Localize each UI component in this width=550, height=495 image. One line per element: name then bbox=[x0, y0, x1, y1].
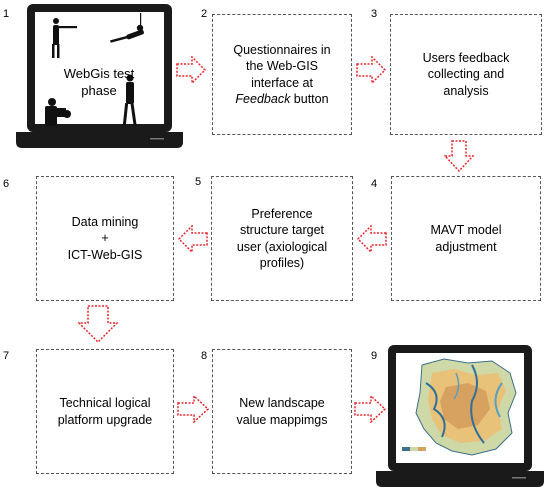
step-2-line-1: Questionnaires in bbox=[233, 43, 331, 57]
step-6-line-2: + bbox=[101, 231, 109, 246]
step-6-line-1: Data mining bbox=[71, 215, 139, 230]
step-6-box: Data mining + ICT-Web-GIS bbox=[36, 176, 174, 301]
landscape-map-icon bbox=[402, 358, 517, 456]
step-5-line-1: Preference bbox=[251, 207, 313, 221]
arrow-right-2-3 bbox=[356, 56, 386, 84]
arrow-down-6-7 bbox=[78, 305, 118, 343]
step-1-line-2: phase bbox=[81, 82, 117, 98]
step-4-number: 4 bbox=[371, 178, 378, 190]
arrow-down-3-4 bbox=[444, 140, 474, 172]
step-7-number: 7 bbox=[3, 350, 10, 362]
step-5-line-4: profiles) bbox=[259, 255, 305, 270]
person-silhouettes-icon bbox=[45, 13, 144, 126]
step-9-number: 9 bbox=[371, 350, 378, 362]
step-8-box: New landscape value mappimgs bbox=[212, 349, 352, 474]
step-8-line-1: New landscape bbox=[239, 396, 325, 411]
arrow-right-7-8 bbox=[177, 395, 209, 423]
step-3-line-2: collecting and bbox=[427, 67, 505, 82]
laptop-step-1 bbox=[16, 4, 183, 148]
step-4-line-1: MAVT model bbox=[430, 223, 502, 238]
step-2-line-2: the Web-GIS bbox=[245, 59, 319, 74]
step-4-box: MAVT model adjustment bbox=[391, 176, 541, 301]
step-8-number: 8 bbox=[201, 350, 208, 362]
step-3-line-3: analysis bbox=[443, 83, 489, 98]
step-1-label: WebGis test phase bbox=[54, 66, 144, 100]
step-2-line-3: interface at bbox=[251, 75, 313, 90]
step-8-line-2: value mappimgs bbox=[236, 412, 328, 427]
step-2-number: 2 bbox=[201, 8, 208, 20]
step-2-box: Questionnaires in the Web-GIS interface … bbox=[212, 14, 352, 135]
step-2-line-4-rest: button bbox=[290, 91, 329, 106]
laptop-step-9 bbox=[376, 345, 544, 487]
step-5-line-3: user (axiological bbox=[236, 239, 328, 254]
arrow-left-5-6 bbox=[178, 225, 208, 253]
feedback-emphasis: Feedback bbox=[235, 91, 291, 106]
step-5-box: Preference structure target user (axiolo… bbox=[211, 176, 353, 301]
step-7-box: Technical logical platform upgrade bbox=[36, 349, 174, 474]
step-7-line-2: platform upgrade bbox=[57, 412, 153, 427]
step-1-number: 1 bbox=[3, 8, 10, 20]
step-5-line-2: structure target bbox=[239, 223, 325, 238]
step-3-number: 3 bbox=[371, 8, 378, 20]
step-5-number: 5 bbox=[195, 176, 202, 188]
arrow-left-4-5 bbox=[357, 225, 387, 253]
arrow-right-1-2 bbox=[176, 56, 206, 84]
arrow-right-8-9 bbox=[354, 395, 386, 423]
step-3-line-1: Users feedback bbox=[422, 51, 510, 66]
step-3-box: Users feedback collecting and analysis bbox=[390, 14, 542, 135]
step-7-line-1: Technical logical bbox=[59, 396, 151, 411]
step-2-line-4: Feedback button bbox=[233, 91, 330, 107]
step-6-line-3: ICT-Web-GIS bbox=[67, 247, 143, 262]
step-1-line-1: WebGis test bbox=[63, 66, 135, 81]
step-4-line-2: adjustment bbox=[435, 239, 497, 254]
step-6-number: 6 bbox=[3, 178, 10, 190]
